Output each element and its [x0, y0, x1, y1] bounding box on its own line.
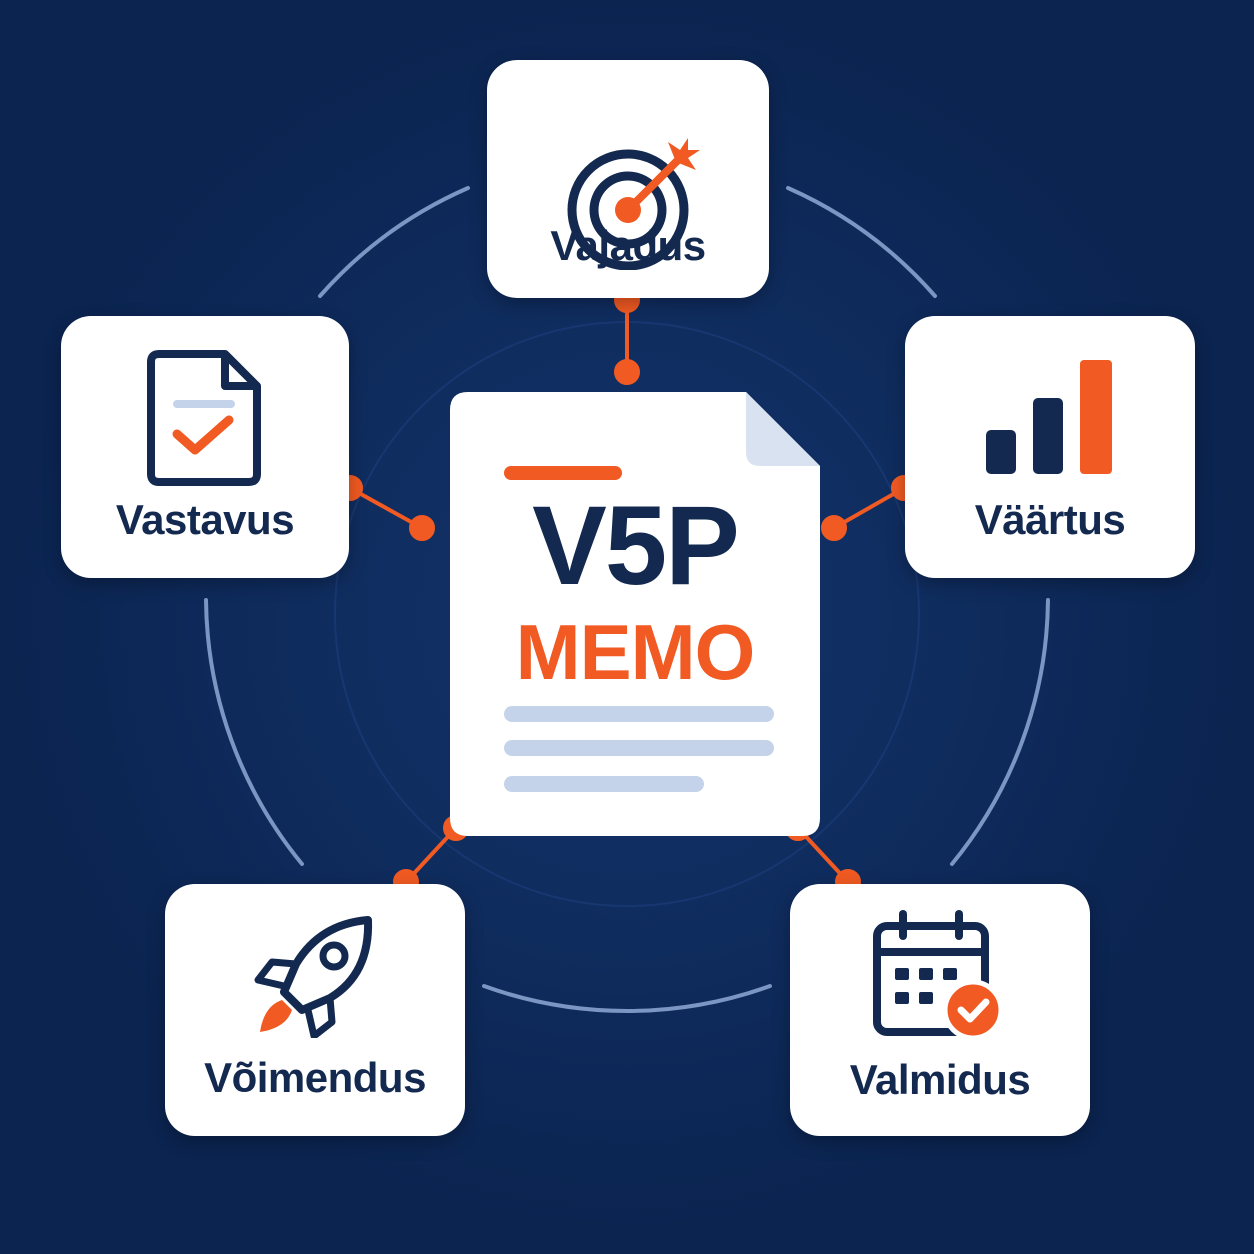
connector-dot	[821, 515, 847, 541]
document-check-icon	[61, 350, 349, 486]
ring-arc-top-right	[786, 186, 937, 298]
ring-arc-right	[950, 598, 1050, 866]
text-line	[504, 740, 774, 756]
node-card-voimendus: Võimendus	[165, 884, 465, 1136]
node-label: Väärtus	[974, 496, 1126, 543]
calendar-check-icon	[790, 910, 1090, 1040]
node-card-vaartus: Väärtus	[905, 316, 1195, 578]
accent-bar	[504, 466, 622, 480]
text-line	[504, 776, 704, 792]
node-label: Vajadus	[550, 222, 706, 269]
center-memo-document: V5P MEMO	[450, 392, 820, 836]
connector-vaartus	[833, 486, 905, 530]
node-card-vastavus: Vastavus	[61, 316, 349, 578]
ring-arc-left	[204, 598, 304, 866]
memo-title: V5P	[532, 483, 740, 608]
connector-dot	[614, 359, 640, 385]
node-card-vajadus: Vajadus	[487, 60, 769, 298]
document-shape	[450, 392, 820, 836]
memo-subtitle: MEMO	[515, 608, 756, 696]
connector-dot	[409, 515, 435, 541]
connector-vastavus	[349, 486, 423, 530]
node-label: Vastavus	[115, 496, 295, 543]
node-label: Valmidus	[849, 1056, 1031, 1103]
rocket-icon	[165, 914, 465, 1038]
node-card-valmidus: Valmidus	[790, 884, 1090, 1136]
bar-chart-icon	[905, 358, 1195, 478]
ring-arc-bottom	[482, 984, 772, 1013]
ring-arc-top-left	[318, 186, 470, 298]
node-label: Võimendus	[204, 1054, 426, 1101]
target-arrow-icon	[487, 130, 769, 270]
text-line	[504, 706, 774, 722]
